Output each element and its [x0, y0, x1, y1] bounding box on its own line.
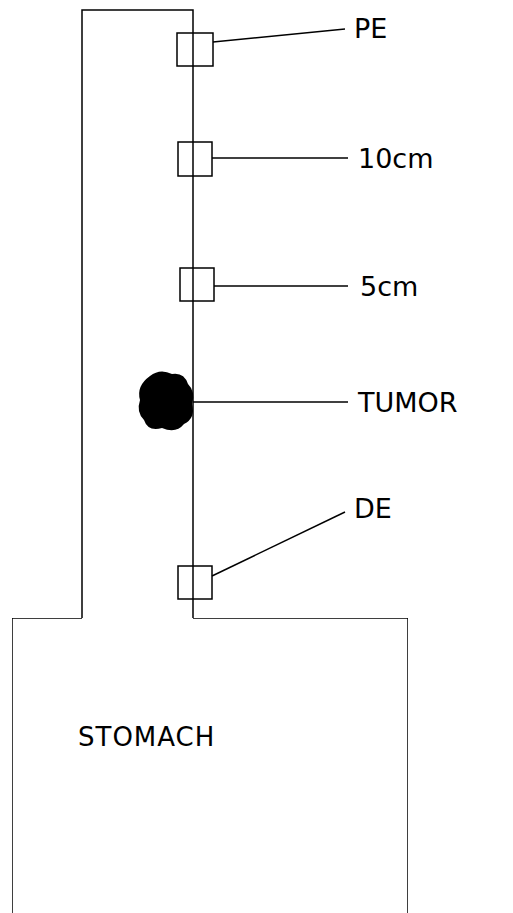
organ-name: STOMACH — [78, 722, 215, 752]
tumor-blob — [139, 371, 194, 430]
leader-line — [212, 157, 348, 159]
biopsy-square — [178, 142, 212, 176]
site-label: 5cm — [360, 271, 418, 302]
biopsy-square — [180, 268, 214, 301]
esophagus-outline — [82, 10, 193, 618]
site-label: 10cm — [358, 143, 434, 174]
leader-line — [212, 512, 345, 576]
leader-line — [213, 29, 345, 42]
site-label: DE — [354, 493, 392, 524]
site-label: PE — [354, 13, 387, 44]
biopsy-square — [178, 566, 212, 599]
leader-line — [214, 285, 348, 287]
biopsy-square — [177, 33, 213, 66]
site-label: TUMOR — [358, 387, 458, 418]
stomach-region: STOMACH — [12, 618, 408, 913]
leader-line — [193, 401, 348, 403]
stomach-outline — [12, 618, 408, 913]
